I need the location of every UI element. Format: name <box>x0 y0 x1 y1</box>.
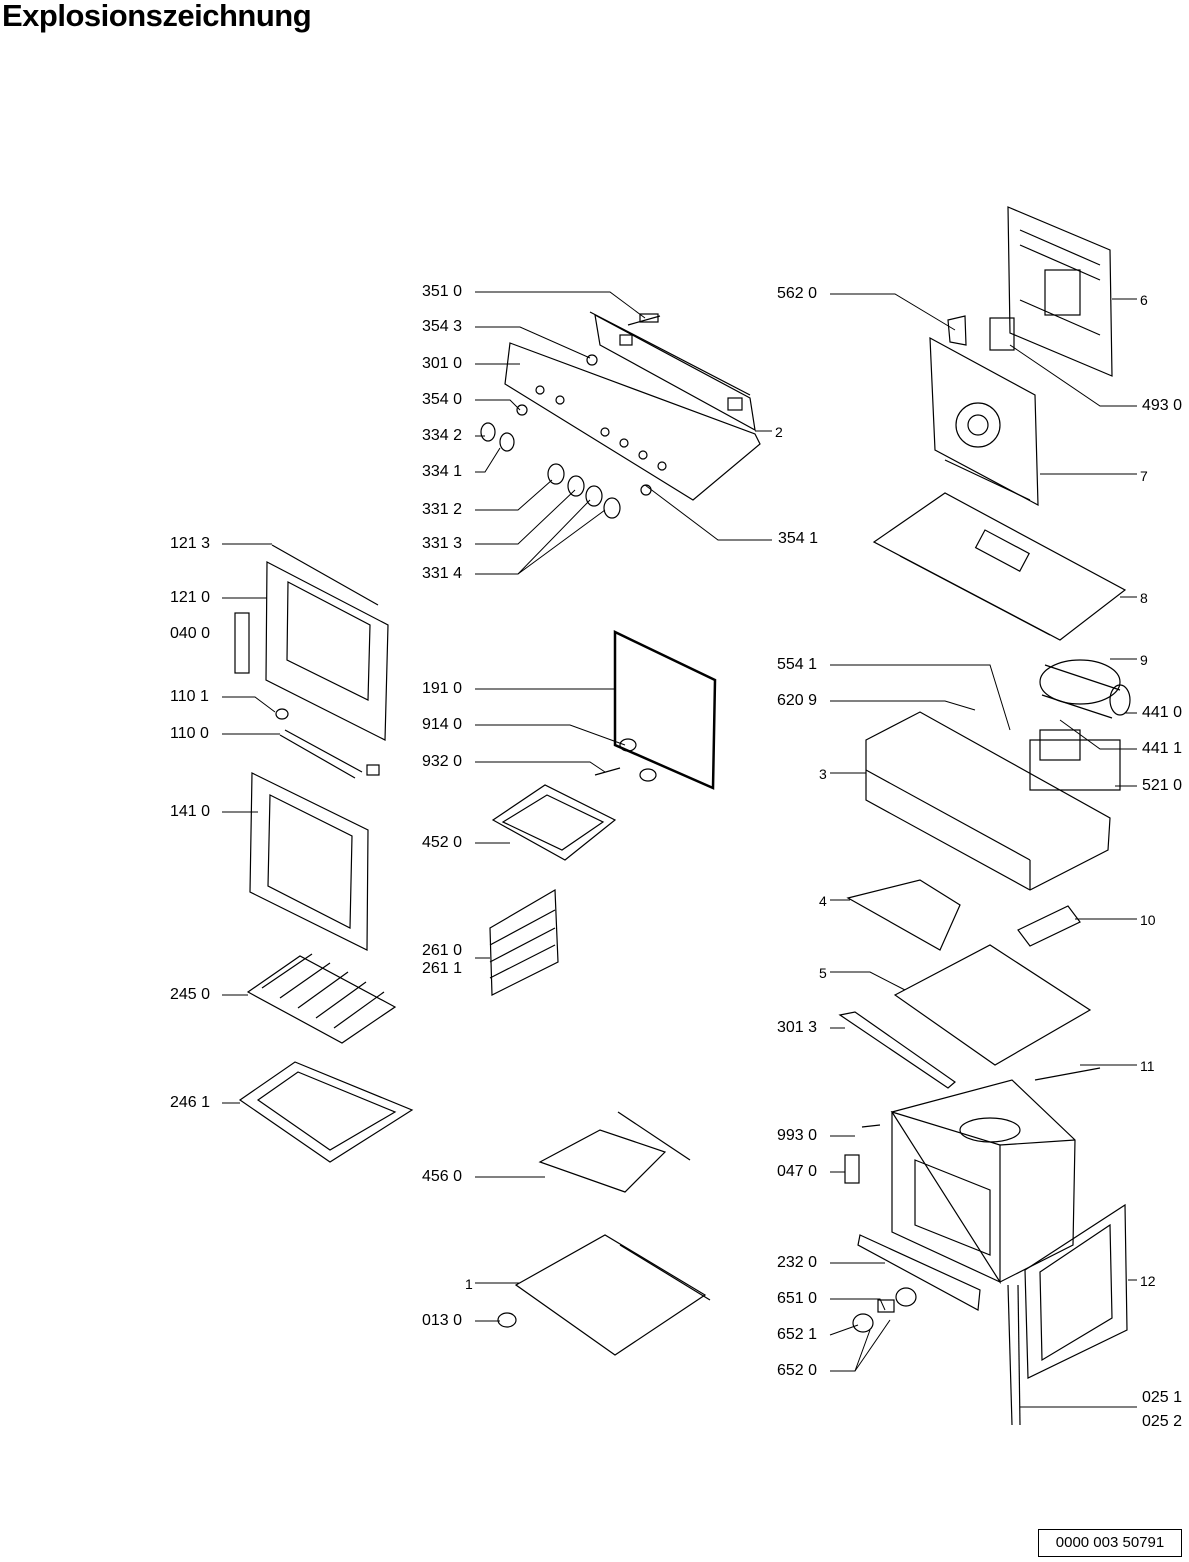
callout-652-0: 652 0 <box>777 1362 818 1379</box>
fan-motor-part <box>1039 659 1131 719</box>
callout-232-0: 232 0 <box>777 1254 818 1271</box>
callout-334-2: 334 2 <box>422 427 463 444</box>
callout-3: 3 <box>819 766 827 782</box>
callout-110-1: 110 1 <box>170 688 209 705</box>
glass-panel-part <box>249 772 369 951</box>
housing-part <box>865 711 1121 891</box>
callout-246-1: 246 1 <box>170 1094 211 1111</box>
callout-331-2: 331 2 <box>422 501 463 518</box>
callout-562-0: 562 0 <box>777 285 818 302</box>
thermostat-part <box>852 1287 917 1333</box>
plates-part <box>838 879 1101 1089</box>
callout-121-0: 121 0 <box>170 589 211 606</box>
callout-651-0: 651 0 <box>777 1290 818 1307</box>
callout-452-0: 452 0 <box>422 834 463 851</box>
callout-2: 2 <box>775 424 783 440</box>
control-panel-part <box>504 311 761 501</box>
rear-panel-part <box>1007 206 1113 377</box>
side-rails-part <box>489 888 559 996</box>
callout-7: 7 <box>1140 468 1148 484</box>
callout-331-3: 331 3 <box>422 535 463 552</box>
callout-110-0: 110 0 <box>170 725 209 742</box>
callout-521-0: 521 0 <box>1142 777 1183 794</box>
heating-element-part <box>491 738 657 861</box>
callout-354-0: 354 0 <box>422 391 463 408</box>
callout-456-0: 456 0 <box>422 1168 463 1185</box>
side-panel-part <box>857 1203 1128 1426</box>
baking-tray-part <box>238 1061 414 1163</box>
callout-11: 11 <box>1140 1058 1155 1074</box>
callout-245-0: 245 0 <box>170 986 211 1003</box>
callout-040-0: 040 0 <box>170 625 211 642</box>
callout-5: 5 <box>819 965 827 981</box>
callout-025-1: 025 1 <box>1142 1389 1183 1406</box>
callout-354-3: 354 3 <box>422 318 463 335</box>
callout-013-0: 013 0 <box>422 1312 463 1329</box>
door-part <box>234 544 389 779</box>
callout-554-1: 554 1 <box>777 656 818 673</box>
callout-354-1: 354 1 <box>778 530 819 547</box>
wire-rack-part <box>246 953 397 1044</box>
callout-9: 9 <box>1140 652 1148 668</box>
seal-part <box>613 630 717 790</box>
document-number: 0000 003 50791 <box>1038 1529 1182 1557</box>
callout-441-1: 441 1 <box>1142 740 1183 757</box>
leader-lines <box>222 291 1137 1408</box>
knobs-part <box>480 313 661 519</box>
callout-191-0: 191 0 <box>422 680 463 697</box>
callout-6: 6 <box>1140 292 1148 308</box>
callout-301-0: 301 0 <box>422 355 463 372</box>
bottom-element-part <box>538 1111 691 1193</box>
callout-025-2: 025 2 <box>1142 1413 1183 1430</box>
callout-493-0: 493 0 <box>1142 397 1183 414</box>
callout-331-4: 331 4 <box>422 565 463 582</box>
callout-914-0: 914 0 <box>422 716 463 733</box>
callout-121-3: 121 3 <box>170 535 211 552</box>
callout-261-0: 261 0 <box>422 942 463 959</box>
top-plate-part <box>872 492 1127 641</box>
callout-4: 4 <box>819 893 827 909</box>
callout-334-1: 334 1 <box>422 463 463 480</box>
callout-351-0: 351 0 <box>422 283 463 300</box>
callout-8: 8 <box>1140 590 1148 606</box>
callout-441-0: 441 0 <box>1142 704 1183 721</box>
callout-047-0: 047 0 <box>777 1163 818 1180</box>
callout-652-1: 652 1 <box>777 1326 818 1343</box>
callout-141-0: 141 0 <box>170 803 211 820</box>
callout-620-9: 620 9 <box>777 692 818 709</box>
callout-993-0: 993 0 <box>777 1127 818 1144</box>
page-title: Explosionszeichnung <box>2 0 312 33</box>
callout-301-3: 301 3 <box>777 1019 818 1036</box>
oven-cavity-part <box>844 1079 1076 1285</box>
callout-12: 12 <box>1140 1273 1156 1289</box>
callout-261-1: 261 1 <box>422 960 463 977</box>
bottom-plate-part <box>497 1234 711 1356</box>
callout-1: 1 <box>465 1276 473 1292</box>
callout-932-0: 932 0 <box>422 753 463 770</box>
fan-panel-part <box>929 315 1039 507</box>
callout-10: 10 <box>1140 912 1156 928</box>
